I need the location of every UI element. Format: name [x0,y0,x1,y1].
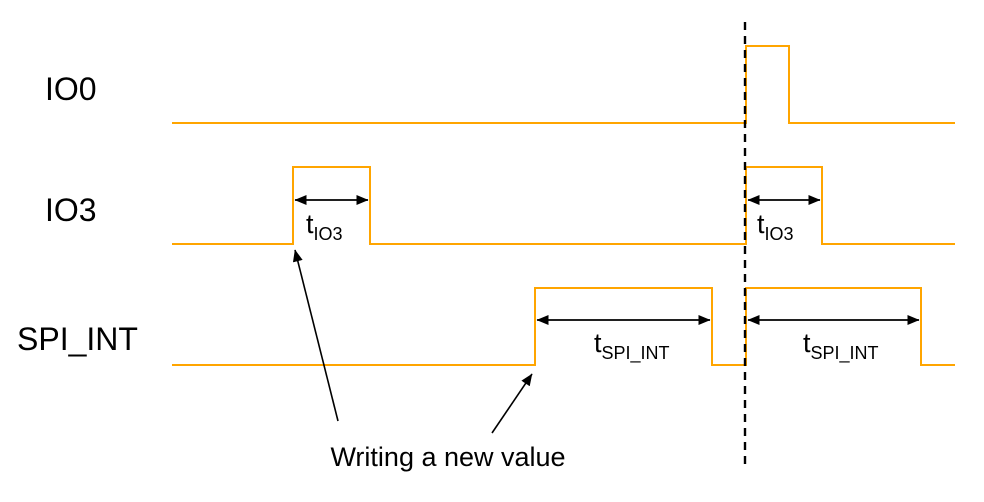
callout: Writing a new value [292,249,566,472]
t-spi-int-second-label: tSPI_INT [803,328,879,364]
io3-waveform [172,166,955,245]
measure-t-spi-int-first: tSPI_INT [536,315,711,364]
callout-arrow-spi-int [491,373,533,434]
signal-label-spi-int: SPI_INT [17,321,138,357]
callout-arrow-io3 [292,249,339,422]
t-io3-second-label: tIO3 [757,209,794,244]
measure-t-spi-int-second: tSPI_INT [747,315,920,364]
spi-int-waveform [172,287,955,366]
signal-labels: IO0 IO3 SPI_INT [17,71,138,357]
waveforms [172,45,955,366]
signal-label-io3: IO3 [45,192,97,228]
signal-label-io0: IO0 [45,71,97,107]
measure-t-io3-second: tIO3 [747,195,821,244]
measure-t-io3-first: tIO3 [294,195,369,244]
io0-waveform [172,45,955,124]
t-io3-first-label: tIO3 [306,209,343,244]
t-spi-int-first-label: tSPI_INT [594,328,670,364]
callout-text: Writing a new value [330,442,565,472]
